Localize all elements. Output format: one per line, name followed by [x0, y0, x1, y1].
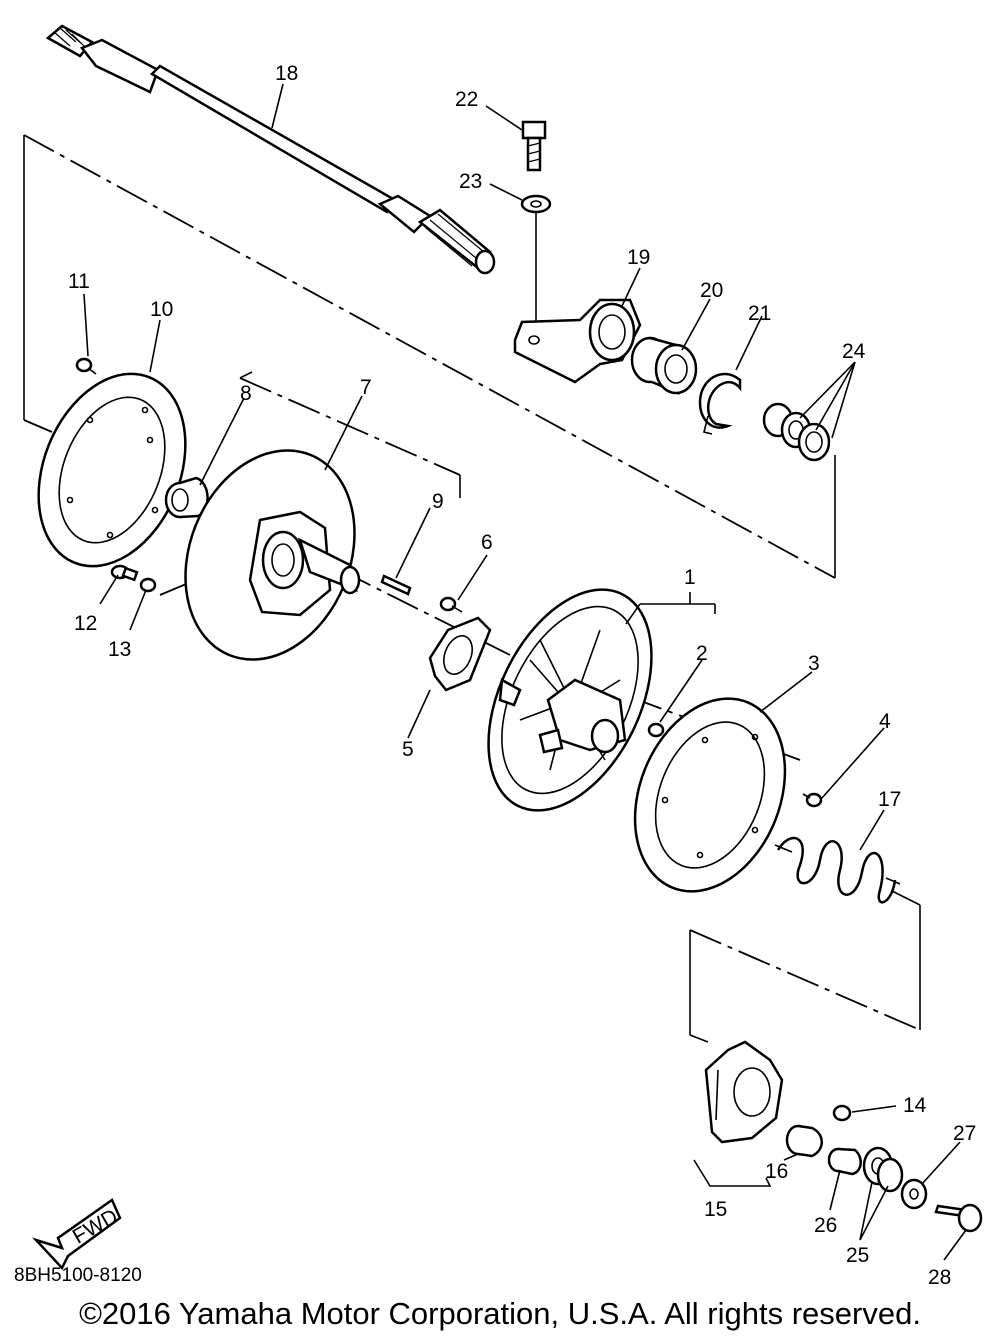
callout-13: 13 — [108, 638, 131, 661]
callout-26: 26 — [814, 1214, 837, 1237]
part-8-bushing — [164, 476, 209, 519]
part-13-washer — [139, 577, 157, 593]
callout-11: 11 — [68, 270, 90, 293]
callout-3: 3 — [808, 652, 820, 675]
part-21-circlip — [698, 372, 742, 435]
callout-17: 17 — [878, 788, 901, 811]
callout-8: 8 — [240, 382, 252, 405]
callout-21: 21 — [748, 302, 771, 325]
part-16-collar — [785, 1124, 823, 1158]
callout-4: 4 — [879, 710, 891, 733]
part-17-spring — [774, 836, 901, 904]
part-9-pin — [380, 574, 412, 596]
callout-15: 15 — [704, 1198, 727, 1221]
fwd-arrow-icon: FWD — [31, 1198, 122, 1271]
callout-24: 24 — [842, 340, 866, 363]
part-7-sheave — [184, 449, 361, 661]
part-19-bearing-housing — [513, 298, 642, 384]
part-6-screw — [439, 596, 463, 613]
part-18-shaft — [45, 24, 496, 275]
part-2-screw — [647, 722, 665, 738]
assembly-guide-lines — [23, 134, 921, 1043]
callout-16: 16 — [765, 1160, 788, 1183]
callout-12: 12 — [74, 612, 97, 635]
part-24-bushings — [762, 402, 831, 462]
part-25-washers — [862, 1146, 904, 1193]
part-4-screw — [802, 792, 823, 808]
part-14-nut — [832, 1104, 852, 1122]
part-20-bearing — [630, 336, 698, 395]
callout-20: 20 — [700, 279, 723, 302]
callout-6: 6 — [481, 531, 493, 554]
callout-28: 28 — [928, 1266, 951, 1289]
callout-10: 10 — [150, 298, 173, 321]
part-22-bolt — [521, 120, 547, 172]
part-11-screw — [75, 357, 97, 375]
part-12-bolt — [110, 564, 139, 582]
callout-7: 7 — [360, 376, 372, 399]
callout-14: 14 — [903, 1094, 927, 1117]
diagram-code: 8BH5100-8120 — [14, 1265, 142, 1286]
part-27-washer — [900, 1178, 928, 1210]
leader-lines — [83, 83, 967, 1261]
part-1-sheave-assembly — [487, 588, 653, 812]
part-15-cover — [704, 1040, 784, 1144]
copyright-notice: ©2016 Yamaha Motor Corporation, U.S.A. A… — [79, 1296, 921, 1331]
callout-5: 5 — [402, 738, 414, 761]
part-28-bolt — [934, 1203, 983, 1233]
callout-18: 18 — [275, 62, 298, 85]
callout-19: 19 — [627, 246, 650, 269]
callout-23: 23 — [459, 170, 482, 193]
callout-9: 9 — [432, 490, 444, 513]
part-5-gasket — [428, 616, 492, 692]
part-23-washer — [520, 194, 552, 330]
part-26-collar — [827, 1147, 862, 1176]
part-3-plate — [633, 697, 787, 893]
callout-25: 25 — [846, 1244, 869, 1267]
callout-22: 22 — [455, 88, 478, 111]
callout-27: 27 — [953, 1122, 976, 1145]
callout-numbers: 18 22 23 19 20 21 24 11 10 8 7 9 6 1 2 3… — [68, 62, 976, 1289]
callout-2: 2 — [696, 642, 708, 665]
callout-1: 1 — [684, 566, 696, 589]
part-10-plate — [37, 372, 187, 568]
